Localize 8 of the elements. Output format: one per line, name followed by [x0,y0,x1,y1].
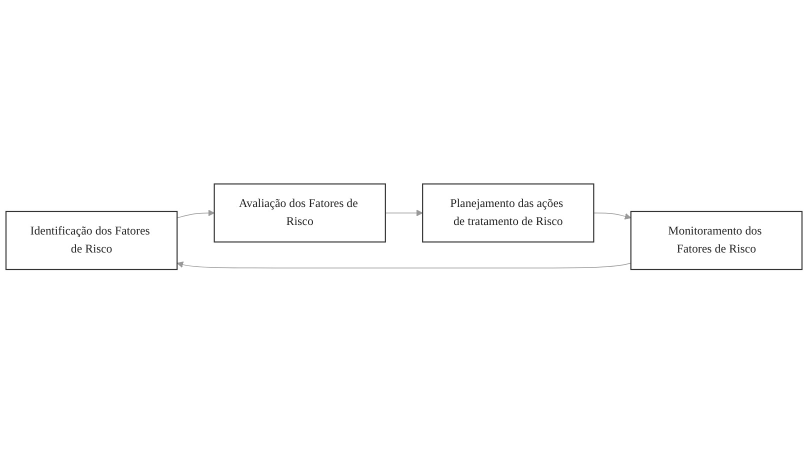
arrow [176,209,215,218]
node-box: Identificação dos Fatores de Risco [5,210,178,270]
node-box: Monitoramento dos Fatores de Risco [630,210,803,270]
arrow [593,212,632,220]
node-box: Planejamento das ações de tratamento de Risco [422,183,594,242]
node-box: Avaliação dos Fatores de Risco [214,183,386,242]
arrow [385,209,423,216]
arrow [176,261,632,268]
